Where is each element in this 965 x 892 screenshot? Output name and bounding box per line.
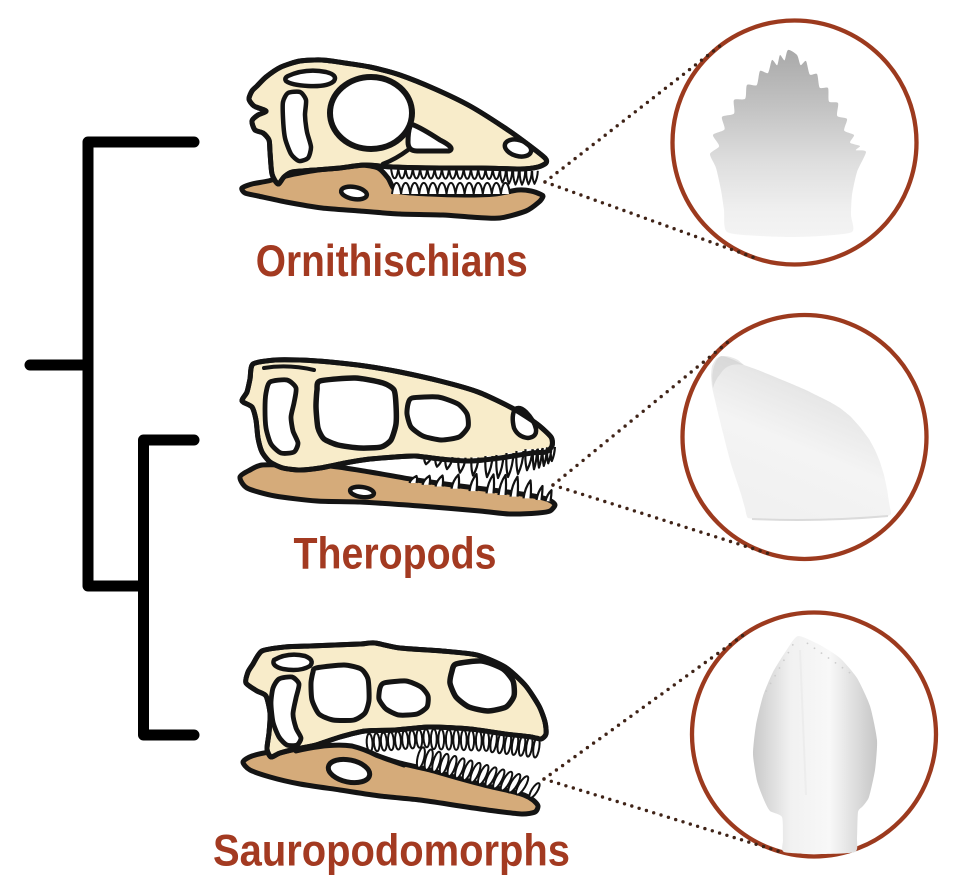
svg-text:Ornithischians: Ornithischians: [256, 236, 528, 286]
svg-text:Theropods: Theropods: [294, 529, 497, 579]
svg-text:Sauropodomorphs: Sauropodomorphs: [213, 826, 570, 876]
